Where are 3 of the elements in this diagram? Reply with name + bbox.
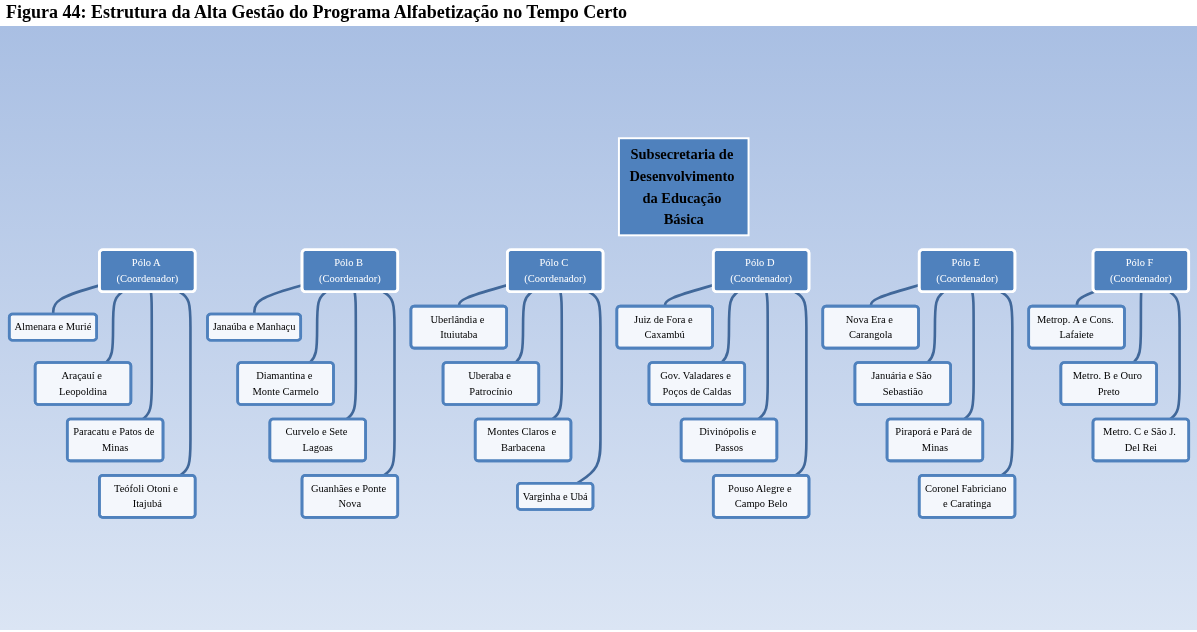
figure-title: Figura 44: Estrutura da Alta Gestão do Programa Alfabetização no Tempo Certo: [5, 1, 629, 24]
connector: [1075, 290, 1095, 307]
node-box: Subsecretaria de Desenvolvimento da Educação Básica: [617, 137, 750, 237]
